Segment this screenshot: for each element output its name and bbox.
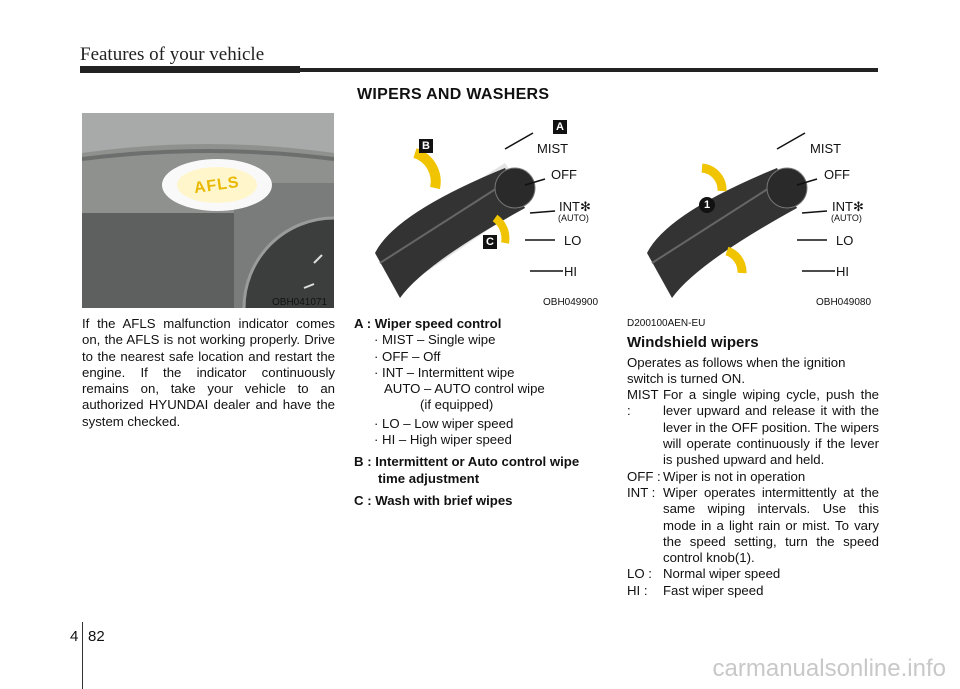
wiper-lever-figure: A B C MIST OFF INT✻ (AUTO) LO HI xyxy=(355,113,605,308)
badge-a: A xyxy=(553,120,567,134)
wiper-knob-illustration xyxy=(627,113,878,308)
section-code: D200100AEN-EU xyxy=(627,318,706,329)
a-heading: A : Wiper speed control xyxy=(354,316,502,331)
def-row: MIST :For a single wiping cycle, push th… xyxy=(627,387,879,468)
b-heading-cont: time adjustment xyxy=(378,470,480,486)
label-lo: LO xyxy=(564,233,582,248)
def-value: For a single wiping cycle, push the leve… xyxy=(663,387,879,468)
label-int: INT✻ xyxy=(559,199,591,215)
wiper-lever-illustration xyxy=(355,113,605,308)
figure-code-middle: OBH049900 xyxy=(543,297,599,308)
def-value: Wiper operates intermittently at the sam… xyxy=(663,484,879,566)
windshield-wipers-section: D200100AEN-EU Windshield wipers Operates… xyxy=(627,316,879,599)
def-row: INT : Wiper operates intermittently at th… xyxy=(627,485,879,566)
page-header-title: Features of your vehicle xyxy=(80,44,265,65)
afls-dashboard-illustration xyxy=(81,113,426,400)
def-row: OFF :Wiper is not in operation xyxy=(627,469,879,485)
afls-paragraph: If the AFLS malfunction indicator comes … xyxy=(82,316,335,429)
list-item: · MIST – Single wipe xyxy=(374,332,496,348)
label-int-right-text: INT xyxy=(832,199,853,214)
figure-code-left: OBH041071 xyxy=(272,297,328,308)
afls-figure: AFLS xyxy=(81,113,426,400)
wiper-control-list: A : Wiper speed control · MIST – Single … xyxy=(354,316,604,509)
label-int-right: INT✻ xyxy=(832,199,864,215)
list-item: · OFF – Off xyxy=(374,348,441,364)
subheading: Windshield wipers xyxy=(627,334,759,352)
label-hi: HI xyxy=(564,264,577,279)
figure-code-right: OBH049080 xyxy=(816,297,872,308)
star-icon: ✻ xyxy=(579,199,591,214)
knob-number-badge: 1 xyxy=(699,197,715,213)
badge-c: C xyxy=(483,235,497,249)
footer-divider xyxy=(82,622,83,689)
def-value: Normal wiper speed xyxy=(663,566,781,582)
def-value: Fast wiper speed xyxy=(663,582,764,598)
chapter-number: 4 xyxy=(70,628,79,645)
section-title: WIPERS AND WASHERS xyxy=(357,86,550,103)
label-int-text: INT xyxy=(559,199,580,214)
def-key: OFF : xyxy=(627,468,661,484)
header-rule xyxy=(80,66,878,73)
def-key: INT : xyxy=(627,484,656,500)
def-row: HI : Fast wiper speed xyxy=(627,583,879,599)
label-off: OFF xyxy=(551,167,577,182)
label-lo-right: LO xyxy=(836,233,854,248)
def-key: MIST : xyxy=(627,387,659,419)
auto-line: AUTO – AUTO control wipe xyxy=(384,381,545,397)
c-heading: C : Wash with brief wipes xyxy=(354,492,513,508)
watermark: carmanualsonline.info xyxy=(712,655,946,682)
badge-b: B xyxy=(419,139,433,153)
def-key: LO : xyxy=(627,566,652,582)
label-off-right: OFF xyxy=(824,167,850,182)
auto-note: (if equipped) xyxy=(420,397,494,413)
list-item: · INT – Intermittent wipe xyxy=(374,364,515,380)
page-number: 82 xyxy=(88,628,105,645)
star-icon: ✻ xyxy=(852,199,864,214)
label-mist-right: MIST xyxy=(810,141,842,156)
b-heading: B : Intermittent or Auto control wipe xyxy=(354,454,580,470)
def-row: LO : Normal wiper speed xyxy=(627,566,879,582)
label-auto-right: (AUTO) xyxy=(831,213,862,223)
wiper-knob-figure: 1 MIST OFF INT✻ (AUTO) LO HI xyxy=(627,113,878,308)
list-item: · LO – Low wiper speed xyxy=(374,415,514,431)
def-value: Wiper is not in operation xyxy=(663,468,806,484)
def-key: HI : xyxy=(627,582,648,598)
label-hi-right: HI xyxy=(836,264,849,279)
label-auto: (AUTO) xyxy=(558,213,589,223)
list-item: · HI – High wiper speed xyxy=(374,432,512,448)
intro-text: Operates as follows when the ignition sw… xyxy=(627,354,846,386)
label-mist: MIST xyxy=(537,141,569,156)
